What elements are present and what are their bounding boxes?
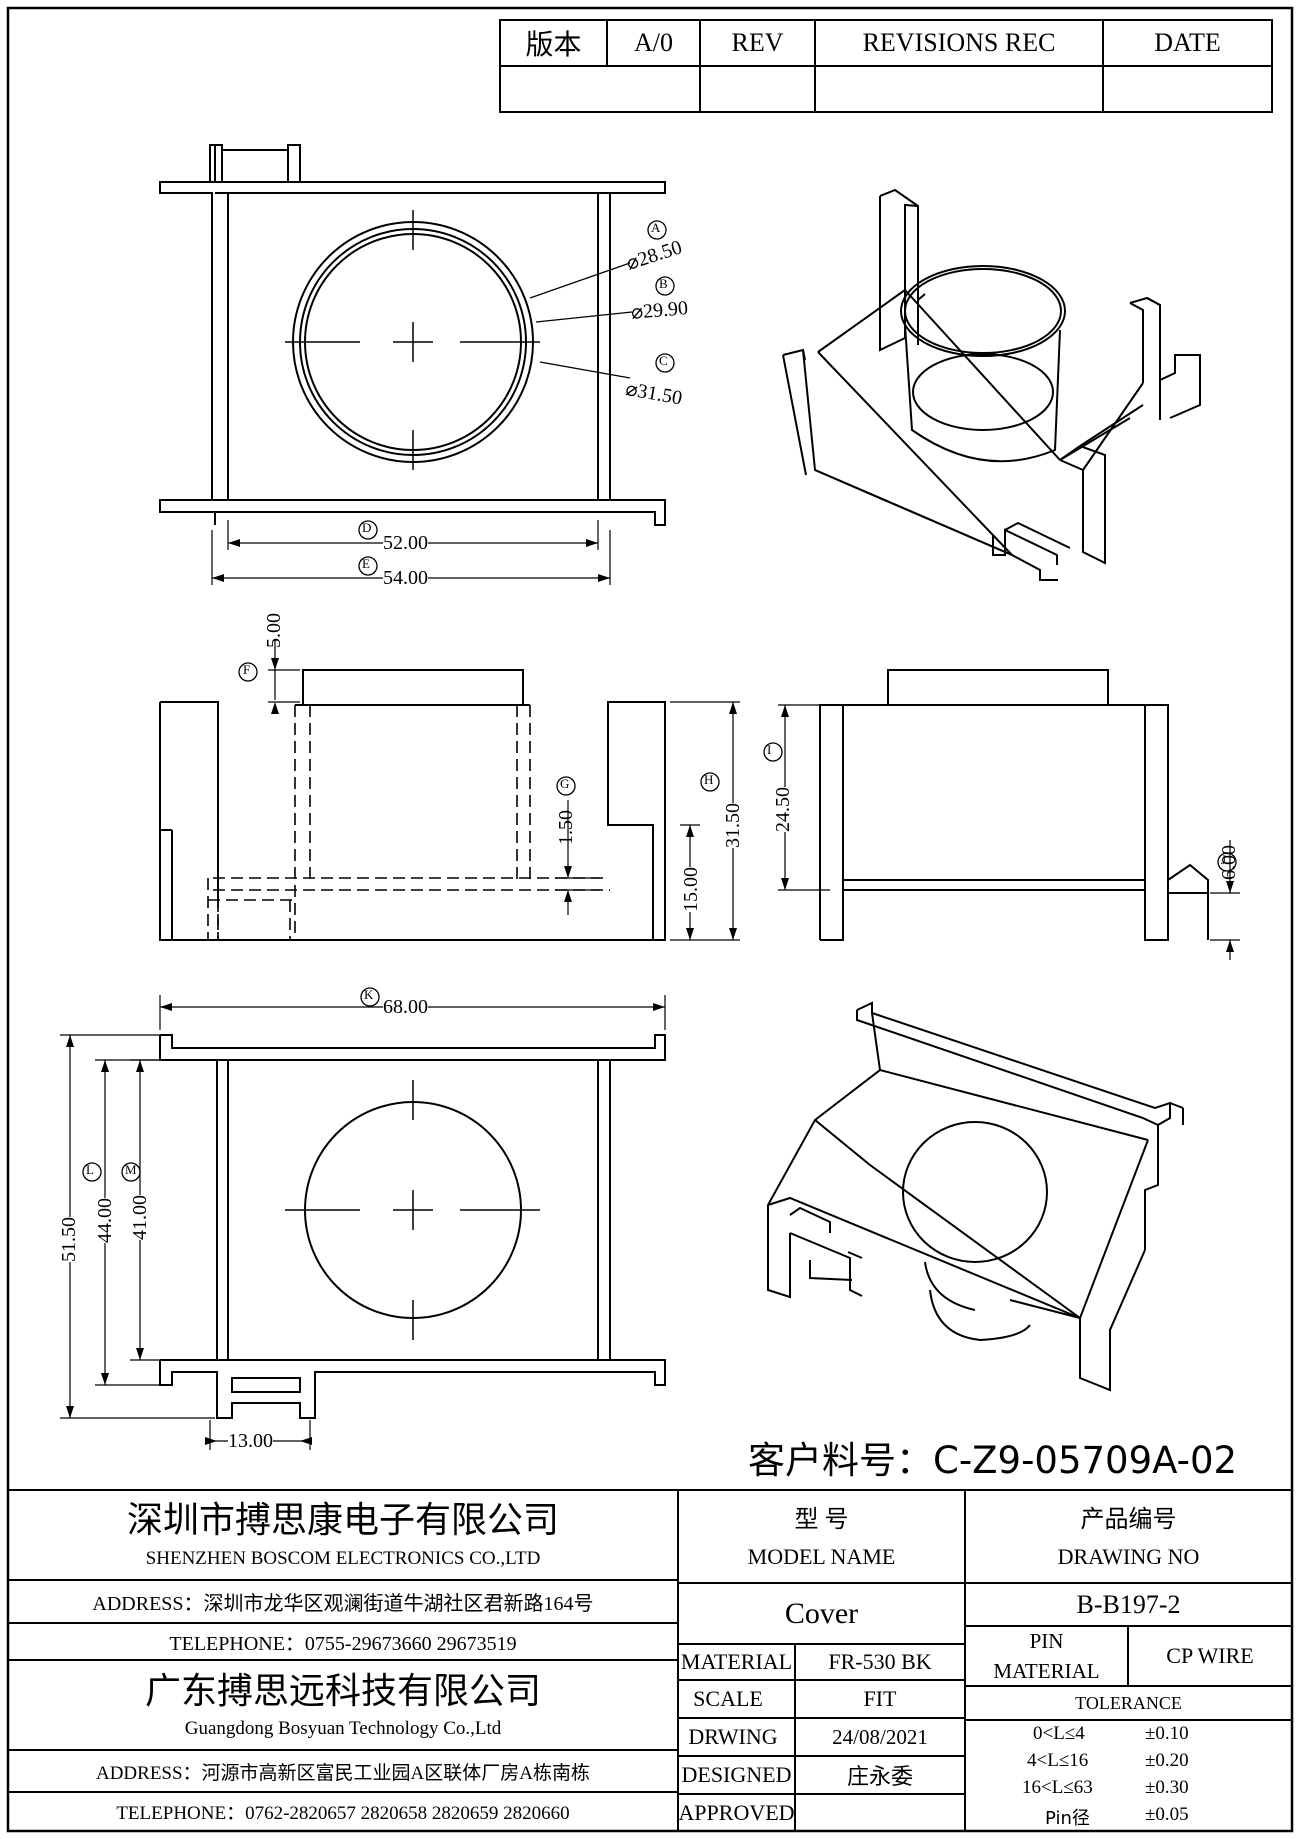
dim-marker-m: M xyxy=(125,1162,137,1177)
version-label: 版本 xyxy=(525,30,582,61)
tolerance-range: 16<L≤63 xyxy=(1022,1777,1093,1798)
dim-m-value: 41.00 xyxy=(129,1195,152,1240)
drawing-date-value: 24/08/2021 xyxy=(832,1724,928,1749)
rev-label: REV xyxy=(731,28,784,57)
tolerance-value: ±0.30 xyxy=(1145,1777,1189,1798)
dim-marker-e: E xyxy=(362,556,370,571)
dimension-markers xyxy=(82,220,1237,1182)
approved-label: APPROVED xyxy=(678,1799,795,1825)
designed-label: DESIGNED xyxy=(681,1762,792,1787)
top-view xyxy=(159,144,666,585)
dim-marker-g: G xyxy=(560,776,570,791)
dim-k-value: 68.00 xyxy=(383,996,428,1019)
front-section-view xyxy=(159,640,740,941)
tolerance-row: 0<L≤4 ±0.10 xyxy=(965,1722,1292,1749)
dim-marker-a: A xyxy=(651,220,661,235)
dim-marker-d: D xyxy=(362,520,372,535)
dim-marker-l: L xyxy=(86,1162,94,1177)
tolerance-value: ±0.10 xyxy=(1145,1723,1189,1744)
material-value: FR-530 BK xyxy=(828,1649,932,1674)
tolerance-label: TOLERANCE xyxy=(1075,1692,1182,1713)
approved-value xyxy=(795,1794,965,1831)
scale-value: FIT xyxy=(863,1686,897,1711)
title-block-grid xyxy=(8,1489,1292,1831)
tolerance-row: Pin径 ±0.05 xyxy=(965,1803,1292,1830)
isometric-view-top xyxy=(782,188,1201,581)
tolerance-range: 4<L≤16 xyxy=(1027,1750,1089,1771)
revisions-label: REVISIONS REC xyxy=(862,28,1056,57)
dim-marker-c: C xyxy=(659,353,668,368)
drawing-no-label-en: DRAWING NO xyxy=(1057,1544,1200,1569)
drawing-no-value: B-B197-2 xyxy=(1076,1589,1181,1619)
dim-e-value: 54.00 xyxy=(383,567,428,590)
dim-marker-j: J xyxy=(1221,852,1227,867)
telephone1: TELEPHONE：0755-29673660 29673519 xyxy=(169,1633,517,1655)
dim-f-value: 5.00 xyxy=(263,613,285,648)
date-label: DATE xyxy=(1154,28,1221,57)
dim-marker-b: B xyxy=(659,276,668,291)
tolerance-range: 0<L≤4 xyxy=(1033,1723,1085,1744)
model-label-cn: 型 号 xyxy=(794,1506,849,1533)
drawing-label: DRWING xyxy=(688,1724,778,1749)
pin-material-label-2: MATERIAL xyxy=(993,1658,1100,1683)
dim-j-value: 6.00 xyxy=(1218,845,1240,880)
tolerance-value: ±0.05 xyxy=(1145,1804,1189,1825)
company2-en: Guangdong Bosyuan Technology Co.,Ltd xyxy=(184,1718,502,1739)
material-label: MATERIAL xyxy=(680,1649,793,1674)
pin-material-value: CP WIRE xyxy=(1166,1643,1254,1668)
company2-cn: 广东搏思远科技有限公司 xyxy=(144,1671,541,1711)
pin-material-label-1: PIN xyxy=(1029,1628,1064,1653)
isometric-view-bottom xyxy=(767,1001,1184,1392)
dim-marker-f: F xyxy=(243,662,251,677)
dim-g-value: 1.50 xyxy=(555,810,577,845)
dim-marker-i: I xyxy=(767,742,772,757)
dim-b-value: ⌀29.90 xyxy=(630,297,689,324)
version-value: A/0 xyxy=(634,28,673,57)
dim-bottom-width-value: 13.00 xyxy=(228,1430,273,1453)
model-label-en: MODEL NAME xyxy=(747,1544,896,1569)
model-value: Cover xyxy=(784,1596,859,1630)
dim-i-value: 24.50 xyxy=(772,787,795,832)
scale-label: SCALE xyxy=(693,1686,763,1711)
company1-cn: 深圳市搏思康电子有限公司 xyxy=(126,1500,559,1540)
address2: ADDRESS：河源市高新区富民工业园A区联体厂房A栋南栋 xyxy=(95,1762,591,1784)
drawing-no-label-cn: 产品编号 xyxy=(1080,1506,1177,1533)
telephone2: TELEPHONE：0762-2820657 2820658 2820659 2… xyxy=(116,1803,570,1824)
designed-value: 庄永委 xyxy=(846,1764,913,1789)
dim-marker-k: K xyxy=(364,987,374,1002)
tolerance-table: 0<L≤4 ±0.10 4<L≤16 ±0.20 16<L≤63 ±0.30 P… xyxy=(965,1722,1292,1830)
tolerance-range: Pin径 xyxy=(1045,1808,1090,1829)
company1-en: SHENZHEN BOSCOM ELECTRONICS CO.,LTD xyxy=(145,1548,541,1569)
revision-table xyxy=(499,19,1273,113)
tolerance-row: 4<L≤16 ±0.20 xyxy=(965,1749,1292,1776)
dim-l-value: 44.00 xyxy=(94,1198,117,1243)
side-view xyxy=(778,669,1240,960)
dim-h-value: 31.50 xyxy=(722,803,745,848)
dim-marker-h: H xyxy=(704,772,714,787)
tolerance-row: 16<L≤63 ±0.30 xyxy=(965,1776,1292,1803)
address1: ADDRESS：深圳市龙华区观澜街道牛湖社区君新路164号 xyxy=(92,1593,594,1615)
dim-outer-height-value: 51.50 xyxy=(58,1217,81,1262)
tolerance-value: ±0.20 xyxy=(1145,1750,1189,1771)
dim-h-sub-value: 15.00 xyxy=(680,867,703,912)
customer-part-number: 客户料号：C-Z9-05709A-02 xyxy=(748,1439,1238,1482)
dim-d-value: 52.00 xyxy=(383,532,428,555)
